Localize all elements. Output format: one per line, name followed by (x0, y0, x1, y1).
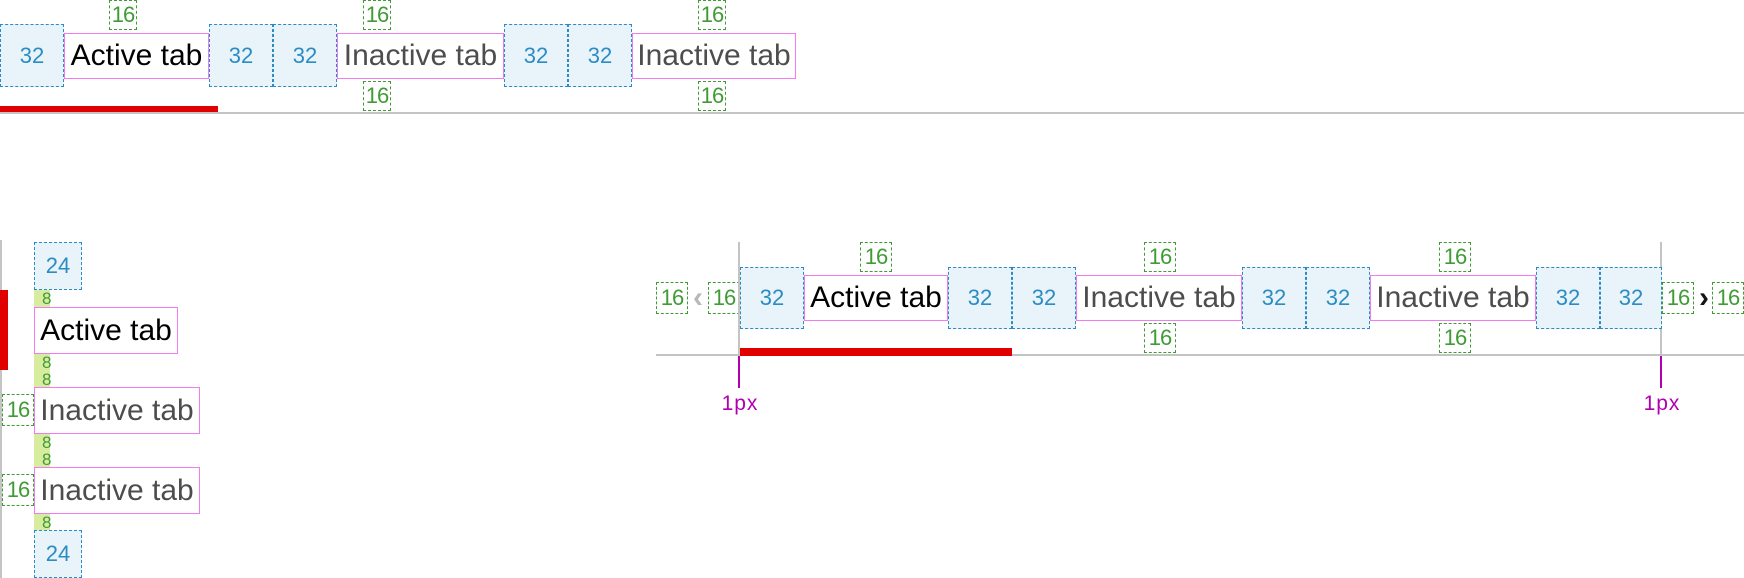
chevron-left-icon[interactable]: ‹ (693, 281, 703, 314)
active-tab-indicator (0, 290, 8, 370)
inactive-tab-label[interactable]: Inactive tab (34, 467, 200, 514)
gap-8: 8 (34, 353, 51, 372)
gap-8: 8 (34, 513, 51, 532)
inactive-tab-label[interactable]: Inactive tab (337, 33, 504, 79)
padding-24-bottom: 24 (34, 530, 82, 578)
padding-32-tab2-left: 32 (1012, 267, 1076, 329)
active-tab-label[interactable]: Active tab (64, 33, 209, 79)
gap-16-tab2-top: 16 (1144, 242, 1176, 272)
padding-32-tab3-right: 32 (1536, 267, 1600, 329)
padding-24-top: 24 (34, 242, 82, 290)
gap-16-tab3-top: 16 (1439, 242, 1471, 272)
tabs-divider (656, 354, 1744, 356)
border-width-label: 1px (721, 392, 759, 415)
chevron-right-icon[interactable]: › (1699, 281, 1709, 314)
padding-32-tab1-right: 32 (209, 24, 273, 87)
gap-16-tab2-bottom: 16 (363, 81, 391, 111)
border-measure-left (738, 356, 740, 388)
padding-32-tab2-right: 32 (1242, 267, 1306, 329)
padding-32-tab2-left: 32 (273, 24, 337, 87)
tabs-divider (0, 112, 1744, 114)
vertical-divider (0, 240, 2, 578)
gap-8: 8 (34, 289, 51, 308)
gap-16-tab3-bottom: 16 (698, 81, 726, 111)
gap-16-tab1-top: 16 (109, 0, 137, 30)
gap-16-tab2-bottom: 16 (1144, 323, 1176, 353)
border-measure-right (1660, 356, 1662, 388)
gap-16-tab2-top: 16 (363, 0, 391, 30)
gap-8: 8 (34, 450, 51, 469)
border-width-label: 1px (1643, 392, 1681, 415)
inactive-tab-label[interactable]: Inactive tab (632, 33, 796, 79)
gap-16-tab1-top: 16 (860, 242, 892, 272)
padding-32-tab3-left: 32 (568, 24, 632, 87)
scroll-left-border (738, 242, 740, 356)
active-tab-label[interactable]: Active tab (804, 275, 948, 321)
gap-8: 8 (34, 433, 51, 452)
gap-16-left: 16 (2, 394, 34, 426)
padding-32-tab2-right: 32 (504, 24, 568, 87)
padding-32-end: 32 (1600, 267, 1662, 329)
padding-32-tab1-left: 32 (740, 267, 804, 329)
gap-16-inner-right: 16 (1662, 282, 1694, 314)
gap-16-outer-right: 16 (1712, 282, 1744, 314)
padding-32-tab3-left: 32 (1306, 267, 1370, 329)
inactive-tab-label[interactable]: Inactive tab (34, 387, 200, 434)
active-tab-indicator (0, 106, 218, 114)
active-tab-label[interactable]: Active tab (34, 307, 178, 354)
inactive-tab-label[interactable]: Inactive tab (1076, 275, 1242, 321)
gap-16-inner-left: 16 (708, 282, 740, 314)
gap-16-tab3-bottom: 16 (1439, 323, 1471, 353)
active-tab-indicator (740, 348, 1012, 356)
gap-16-outer-left: 16 (656, 282, 688, 314)
padding-32-tab1-right: 32 (948, 267, 1012, 329)
inactive-tab-label[interactable]: Inactive tab (1370, 275, 1536, 321)
padding-32-tab1-left: 32 (0, 24, 64, 87)
gap-16-left: 16 (2, 474, 34, 506)
gap-16-tab3-top: 16 (698, 0, 726, 30)
gap-8: 8 (34, 370, 51, 389)
